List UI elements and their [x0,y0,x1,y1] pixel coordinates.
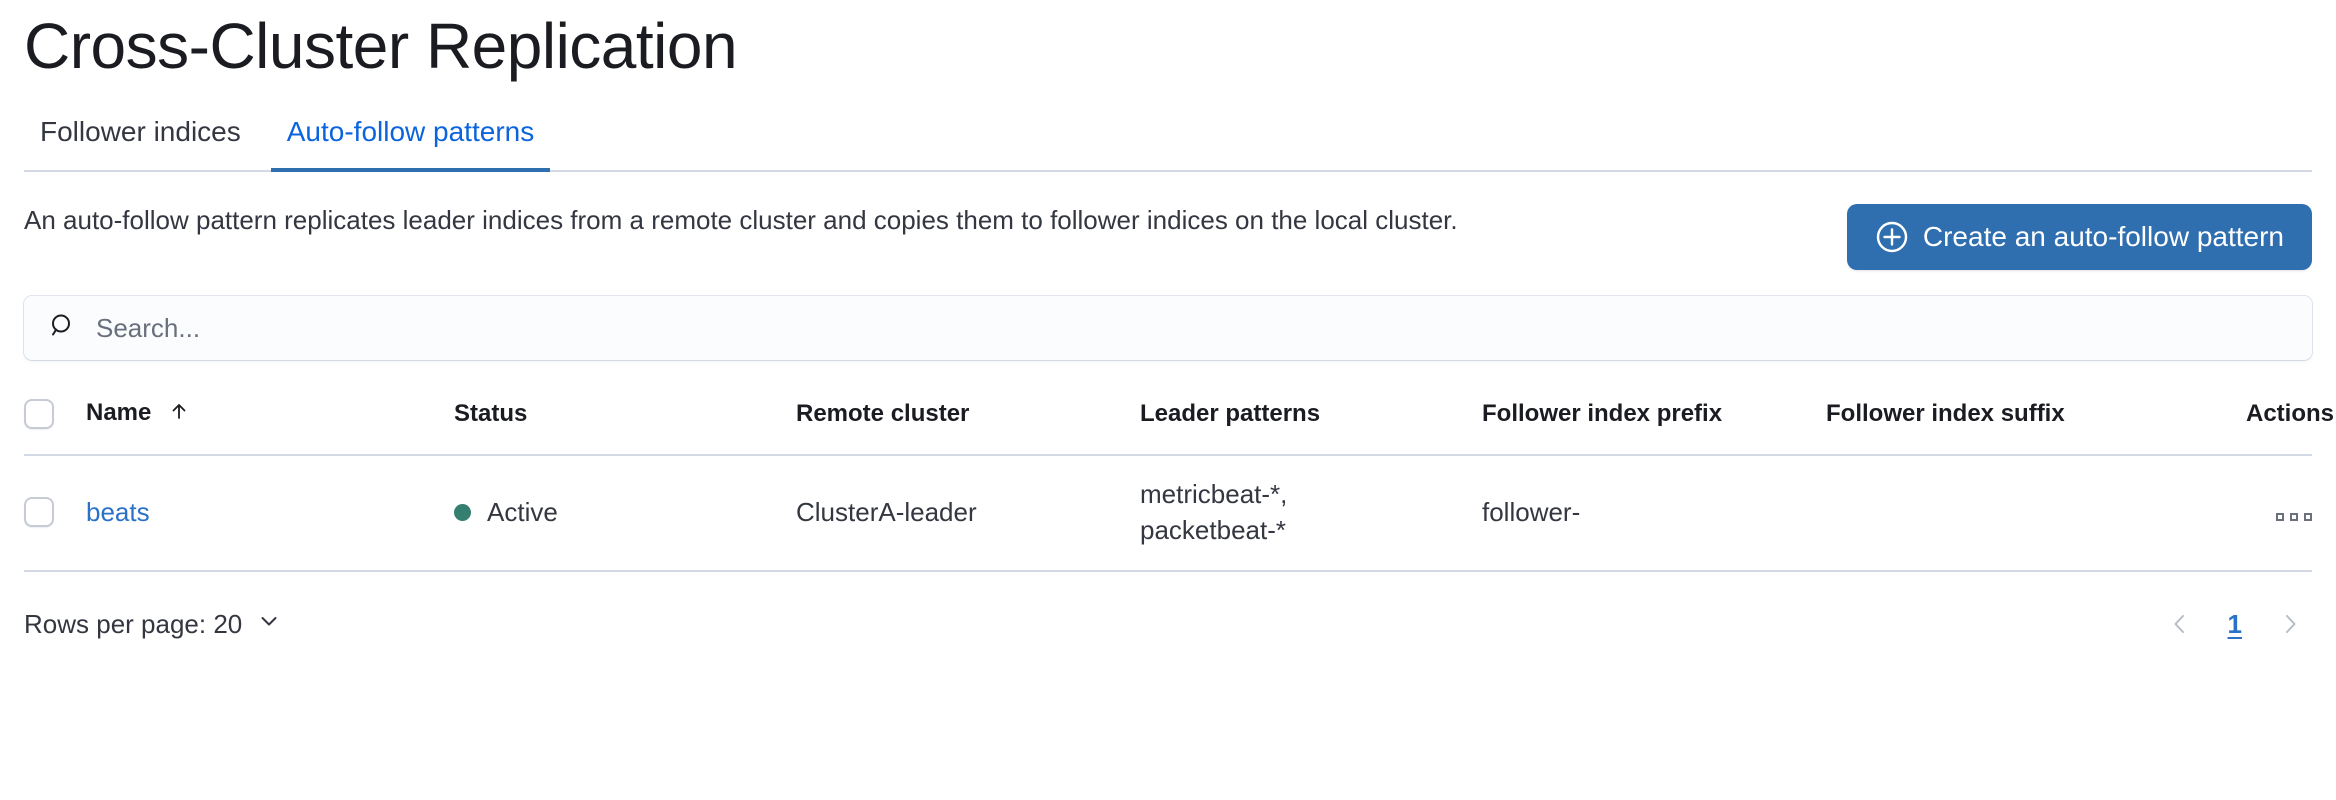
search-bar[interactable] [24,296,2312,360]
cell-remote-cluster: ClusterA-leader [796,455,1140,572]
description-row: An auto-follow pattern replicates leader… [24,200,2312,270]
header-actions: Actions [2246,388,2334,456]
rows-per-page-select[interactable]: Rows per page: 20 [24,608,282,641]
tab-bar: Follower indices Auto-follow patterns [24,106,2312,172]
row-checkbox[interactable] [24,497,54,527]
select-all-checkbox[interactable] [24,399,54,429]
tab-follower-indices[interactable]: Follower indices [24,116,257,170]
header-leader-patterns[interactable]: Leader patterns [1140,388,1482,456]
rows-per-page-label: Rows per page: 20 [24,609,243,639]
cell-follower-index-prefix: follower- [1482,455,1826,572]
header-follower-index-prefix[interactable]: Follower index prefix [1482,388,1826,456]
cell-follower-index-suffix [1826,455,2246,572]
chevron-right-icon[interactable] [2268,602,2312,646]
plus-in-circle-icon [1875,220,1909,254]
cell-name: beats [86,455,454,572]
pagination: 1 [2158,602,2312,646]
cell-leader-patterns: metricbeat-*, packetbeat-* [1140,455,1482,572]
arrow-up-icon [168,401,190,428]
header-remote-cluster[interactable]: Remote cluster [796,388,1140,456]
tab-auto-follow-patterns[interactable]: Auto-follow patterns [270,116,551,172]
header-follower-index-suffix[interactable]: Follower index suffix [1826,388,2246,456]
auto-follow-patterns-table: Name Status Remote cluster Leader patter… [24,388,2334,572]
pattern-name-link[interactable]: beats [86,497,150,527]
page-description: An auto-follow pattern replicates leader… [24,205,1458,235]
ellipsis-horizontal-icon[interactable] [2276,513,2312,521]
search-icon [48,311,78,346]
table-header-row: Name Status Remote cluster Leader patter… [24,388,2334,456]
table-row: beats Active ClusterA-leader metricbeat-… [24,455,2312,572]
pagination-page-1[interactable]: 1 [2216,605,2254,644]
search-input[interactable] [96,312,2288,344]
cell-status: Active [454,455,796,572]
row-select-cell [24,455,86,572]
header-status[interactable]: Status [454,388,796,456]
page-title: Cross-Cluster Replication [24,10,738,82]
header-name-label: Name [86,399,152,426]
header-select-all [24,388,86,456]
cell-actions [2246,455,2312,572]
table-footer: Rows per page: 20 1 [24,602,2312,646]
create-button-label: Create an auto-follow pattern [1922,221,2284,252]
status-badge: Active [487,497,558,527]
create-auto-follow-pattern-button[interactable]: Create an auto-follow pattern [1846,204,2312,270]
chevron-down-icon [256,608,282,641]
chevron-left-icon[interactable] [2158,602,2202,646]
status-dot-icon [454,503,471,521]
header-name[interactable]: Name [86,388,454,456]
